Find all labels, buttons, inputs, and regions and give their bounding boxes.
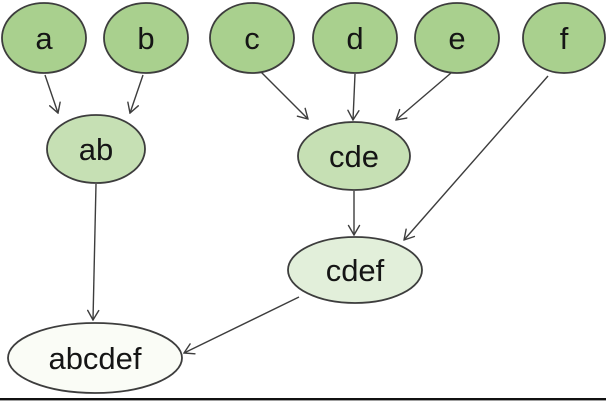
edge-f-to-cdef <box>404 75 549 240</box>
node-a-ellipse <box>1 2 87 74</box>
node-d: d <box>312 2 398 74</box>
edge-ab-to-abcdef <box>93 183 96 320</box>
node-f: f <box>522 2 606 74</box>
node-cde-ellipse <box>297 121 411 191</box>
node-ab-ellipse <box>46 114 146 184</box>
node-d-ellipse <box>312 2 398 74</box>
node-cdef-ellipse <box>287 236 423 304</box>
edge-c-to-cde <box>259 70 308 119</box>
node-f-ellipse <box>522 2 606 74</box>
node-ab-label: ab <box>79 132 113 167</box>
node-b: b <box>103 2 189 74</box>
node-e-label: e <box>448 21 465 56</box>
node-d-label: d <box>346 21 363 56</box>
node-e-ellipse <box>414 2 500 74</box>
edge-cdef-to-abcdef <box>184 296 300 353</box>
node-cdef-label: cdef <box>326 253 385 288</box>
edge-b-to-ab <box>130 74 144 113</box>
node-abcdef: abcdef <box>7 322 183 394</box>
edges-layer <box>44 70 549 353</box>
node-c-ellipse <box>209 2 295 74</box>
node-abcdef-ellipse <box>7 322 183 394</box>
node-a: a <box>1 2 87 74</box>
node-c-label: c <box>244 21 260 56</box>
node-f-label: f <box>560 21 569 56</box>
node-cdef: cdef <box>287 236 423 304</box>
edge-d-to-cde <box>353 73 355 120</box>
node-c: c <box>209 2 295 74</box>
bottom-border-rule <box>0 398 606 401</box>
edge-e-to-cde <box>396 72 452 120</box>
node-abcdef-label: abcdef <box>48 341 141 376</box>
node-ab: ab <box>46 114 146 184</box>
edge-a-to-ab <box>44 74 58 113</box>
node-b-label: b <box>137 21 154 56</box>
node-e: e <box>414 2 500 74</box>
node-b-ellipse <box>103 2 189 74</box>
node-a-label: a <box>35 21 53 56</box>
node-cde-label: cde <box>329 139 379 174</box>
node-cde: cde <box>297 121 411 191</box>
